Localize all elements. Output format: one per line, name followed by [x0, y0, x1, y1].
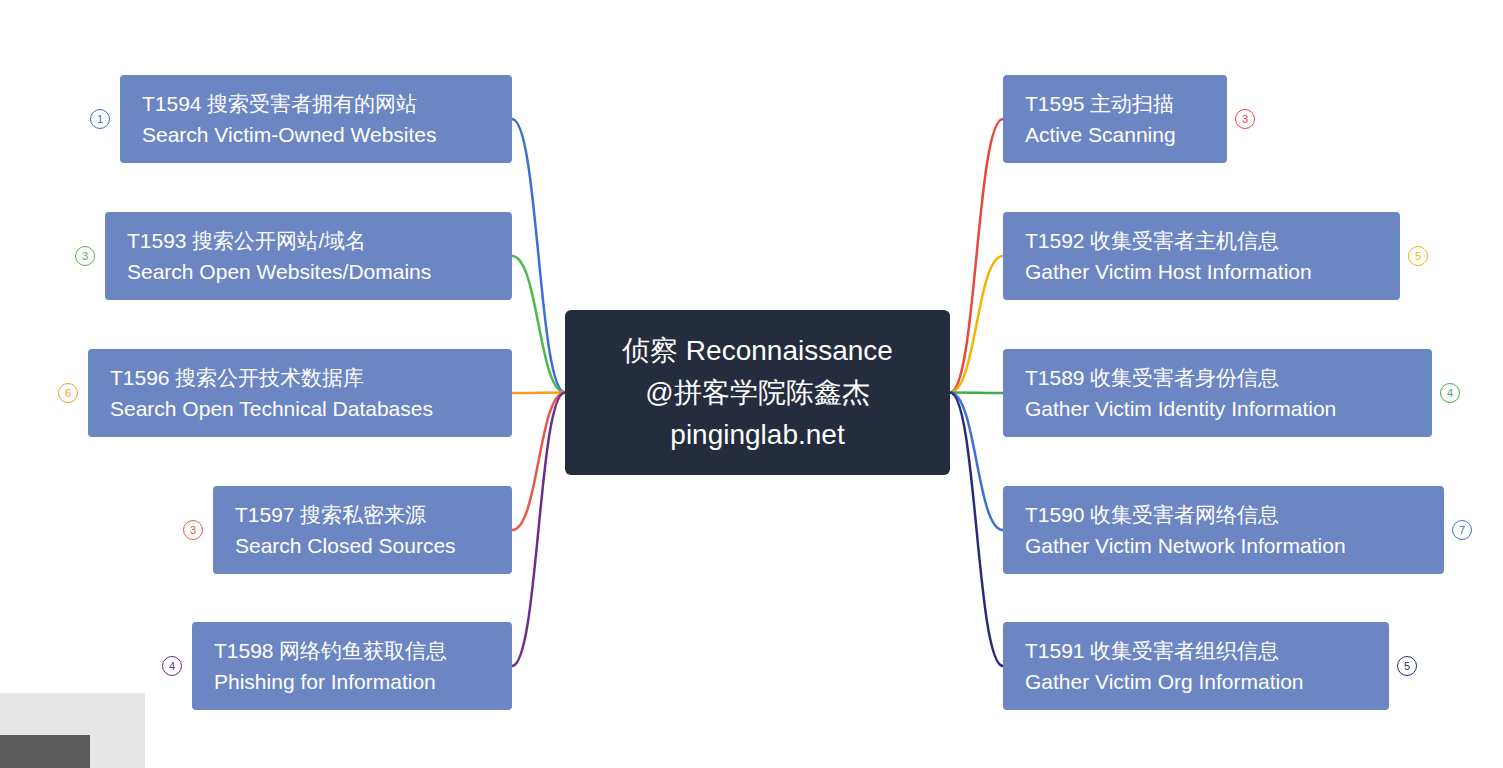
technique-name: Gather Victim Network Information [1025, 530, 1346, 561]
count-badge: 5 [1397, 656, 1417, 676]
callout-number: 6 [65, 388, 71, 399]
technique-title: T1593 搜索公开网站/域名 [127, 225, 366, 256]
count-badge: 5 [1408, 246, 1428, 266]
technique-title: T1597 搜索私密来源 [235, 499, 426, 530]
technique-title: T1590 收集受害者网络信息 [1025, 499, 1279, 530]
technique-name: Active Scanning [1025, 119, 1176, 150]
technique-box: T1594 搜索受害者拥有的网站Search Victim-Owned Webs… [120, 75, 512, 163]
callout-number: 1 [97, 114, 103, 125]
technique-box: T1597 搜索私密来源Search Closed Sources [213, 486, 512, 574]
branch-connector [512, 256, 565, 393]
technique-name: Gather Victim Identity Information [1025, 393, 1336, 424]
technique-title: T1592 收集受害者主机信息 [1025, 225, 1279, 256]
webcam-figure [0, 735, 90, 768]
root-text: pinginglab.net [670, 414, 844, 456]
count-badge: 4 [162, 656, 182, 676]
technique-box: T1589 收集受害者身份信息Gather Victim Identity In… [1003, 349, 1432, 437]
technique-title: T1591 收集受害者组织信息 [1025, 635, 1279, 666]
root-text: @拼客学院陈鑫杰 [645, 372, 869, 414]
branch-connector [950, 391, 1003, 394]
technique-title: T1589 收集受害者身份信息 [1025, 362, 1279, 393]
callout-number: 3 [190, 525, 196, 536]
branch-connector [950, 393, 1003, 531]
branch-connector [512, 391, 565, 394]
branch-connector [512, 119, 565, 393]
technique-box: T1592 收集受害者主机信息Gather Victim Host Inform… [1003, 212, 1400, 300]
branch-connector [950, 119, 1003, 393]
branch-connector [950, 393, 1003, 667]
technique-box: T1596 搜索公开技术数据库Search Open Technical Dat… [88, 349, 512, 437]
count-badge: 3 [1235, 109, 1255, 129]
branch-connector [512, 393, 565, 531]
root-text: 侦察 Reconnaissance [622, 330, 893, 372]
technique-title: T1595 主动扫描 [1025, 88, 1174, 119]
branch-connector [950, 256, 1003, 393]
technique-title: T1594 搜索受害者拥有的网站 [142, 88, 417, 119]
count-badge: 6 [58, 383, 78, 403]
technique-box: T1593 搜索公开网站/域名Search Open Websites/Doma… [105, 212, 512, 300]
technique-name: Search Open Technical Databases [110, 393, 433, 424]
callout-number: 3 [1242, 114, 1248, 125]
callout-number: 5 [1415, 251, 1421, 262]
technique-name: Search Open Websites/Domains [127, 256, 431, 287]
technique-name: Search Closed Sources [235, 530, 456, 561]
technique-title: T1596 搜索公开技术数据库 [110, 362, 364, 393]
technique-name: Search Victim-Owned Websites [142, 119, 437, 150]
callout-number: 5 [1404, 661, 1410, 672]
count-badge: 7 [1452, 520, 1472, 540]
branch-connector [512, 393, 565, 667]
callout-number: 4 [169, 661, 175, 672]
technique-box: T1598 网络钓鱼获取信息Phishing for Information [192, 622, 512, 710]
technique-box: T1591 收集受害者组织信息Gather Victim Org Informa… [1003, 622, 1389, 710]
technique-name: Phishing for Information [214, 666, 436, 697]
count-badge: 3 [75, 246, 95, 266]
callout-number: 4 [1447, 388, 1453, 399]
technique-box: T1590 收集受害者网络信息Gather Victim Network Inf… [1003, 486, 1444, 574]
root-topic: 侦察 Reconnaissance@拼客学院陈鑫杰pinginglab.net [565, 310, 950, 475]
technique-title: T1598 网络钓鱼获取信息 [214, 635, 447, 666]
technique-name: Gather Victim Org Information [1025, 666, 1304, 697]
count-badge: 1 [90, 109, 110, 129]
callout-number: 7 [1459, 525, 1465, 536]
callout-number: 3 [82, 251, 88, 262]
count-badge: 4 [1440, 383, 1460, 403]
technique-box: T1595 主动扫描Active Scanning [1003, 75, 1227, 163]
webcam-thumbnail [0, 693, 145, 768]
technique-name: Gather Victim Host Information [1025, 256, 1312, 287]
count-badge: 3 [183, 520, 203, 540]
